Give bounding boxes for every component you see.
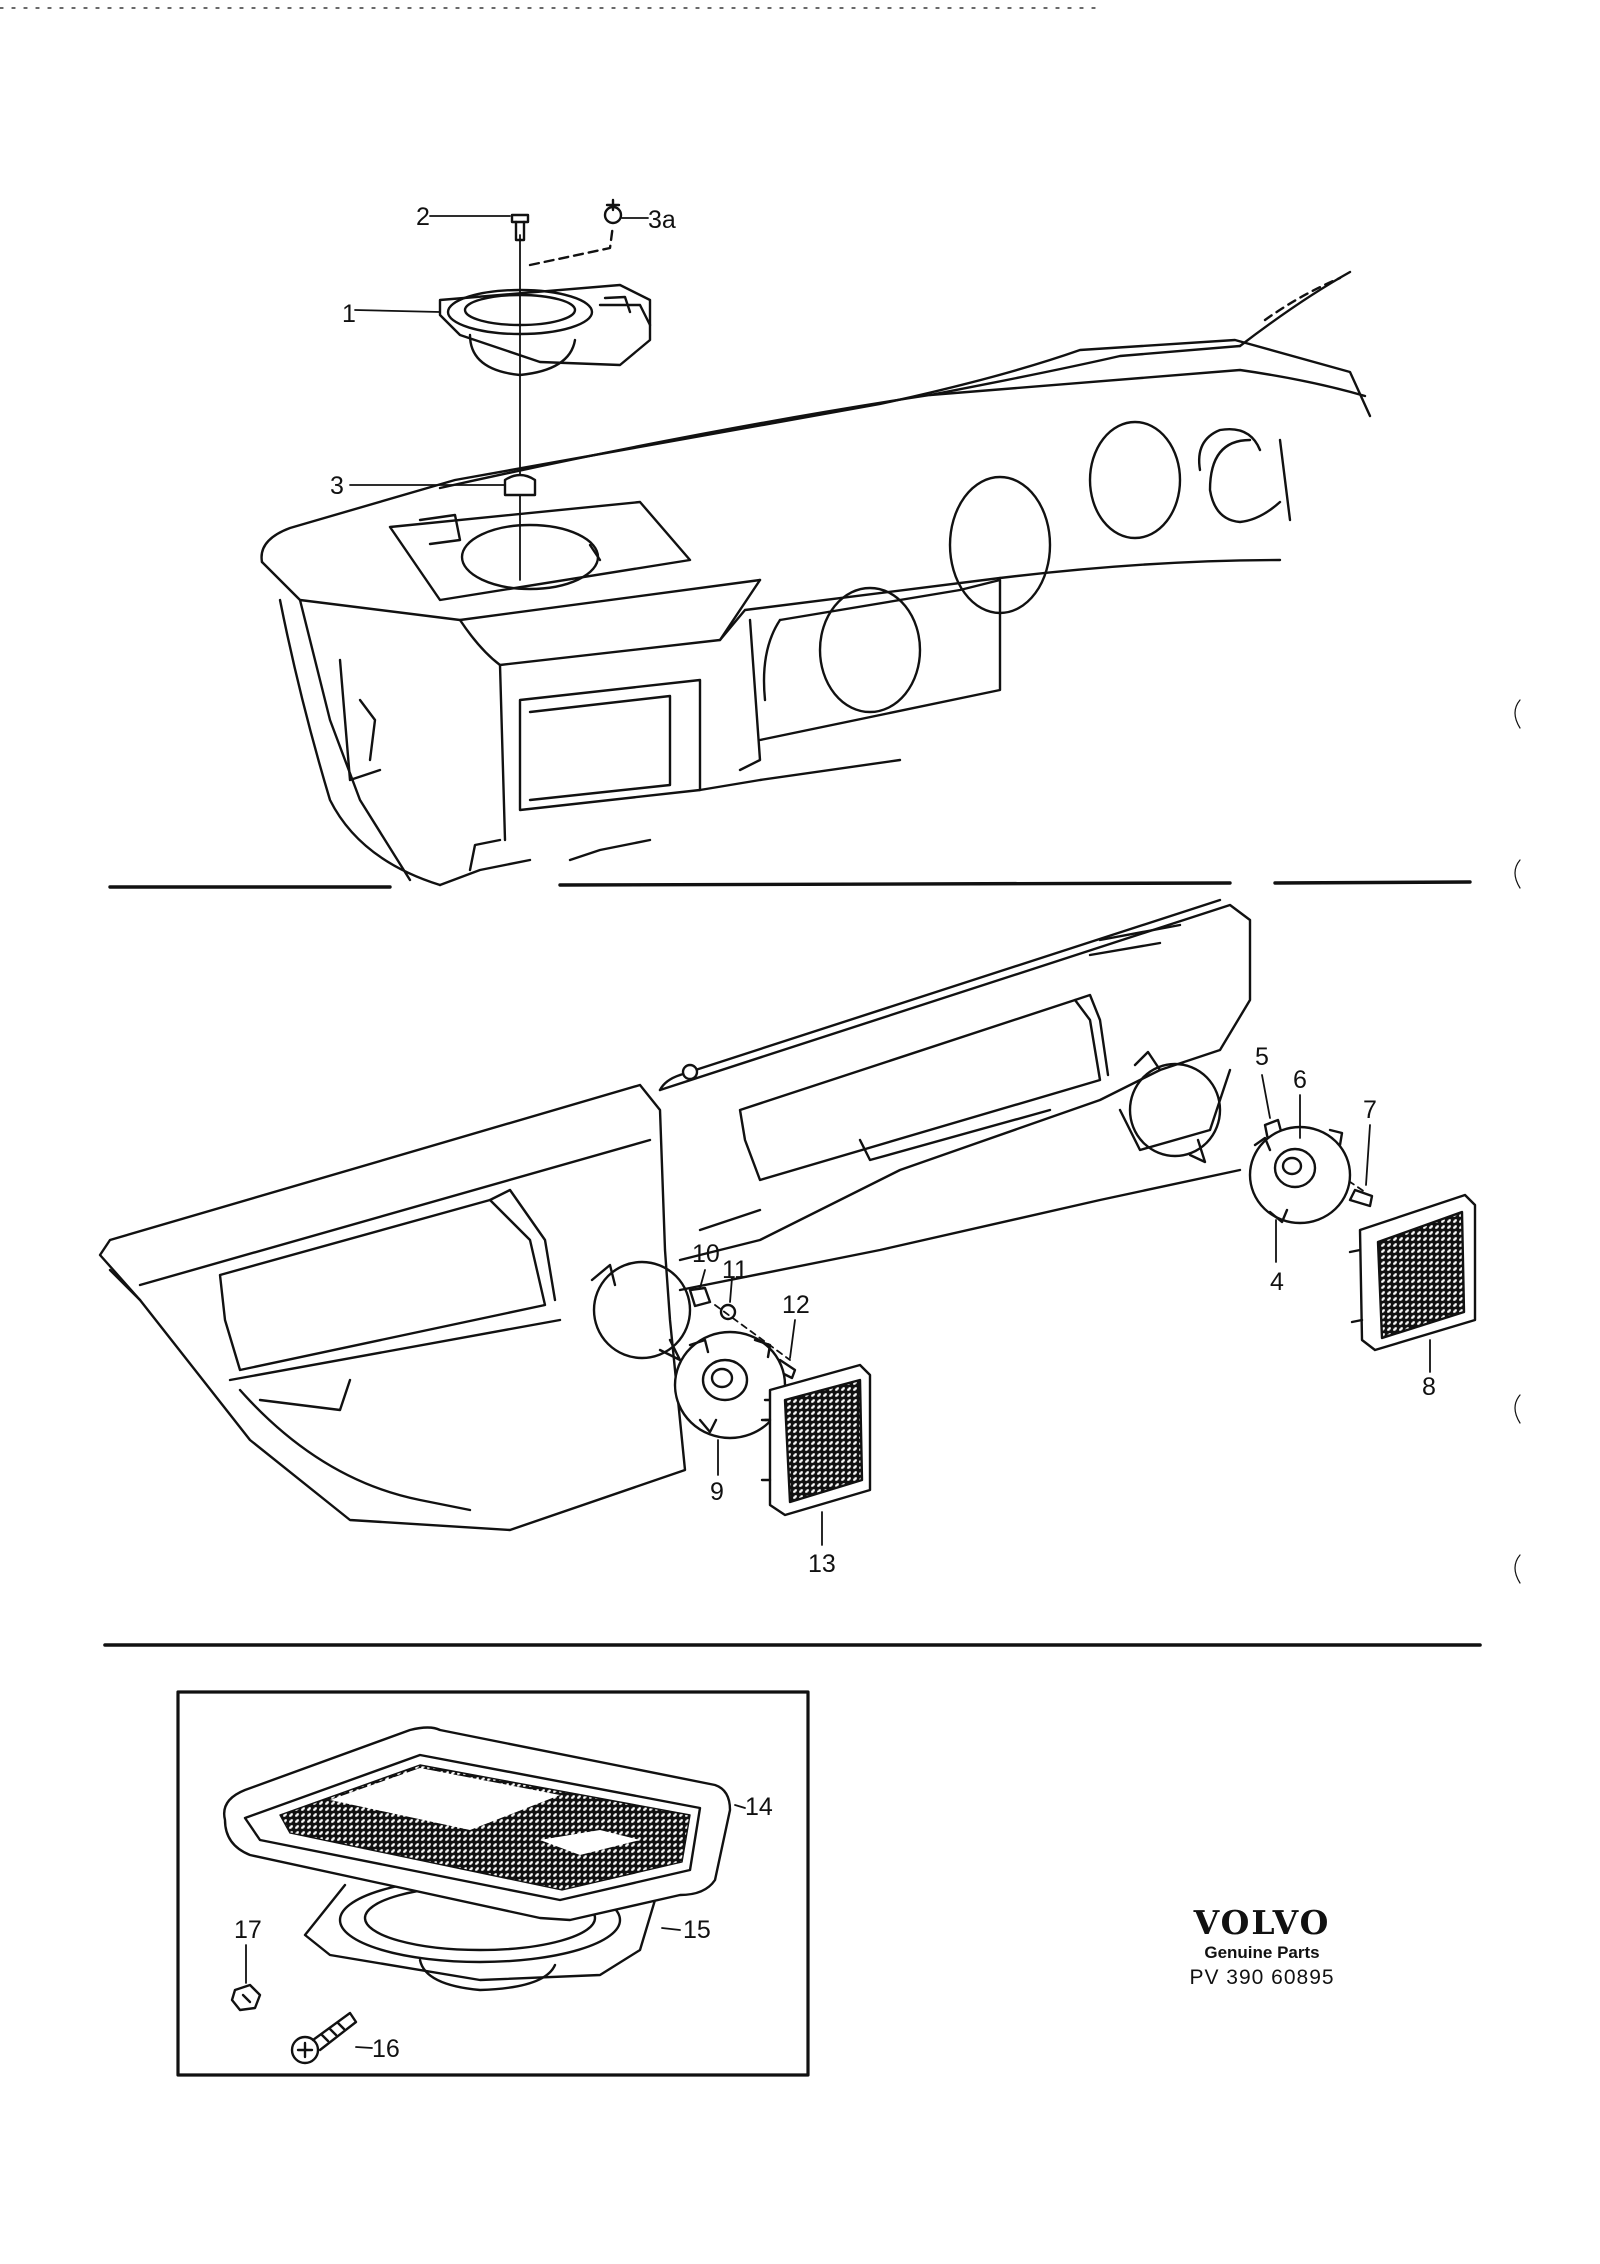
callout-14: 14 — [745, 1793, 773, 1821]
callout-9: 9 — [710, 1478, 724, 1506]
callout-4: 4 — [1270, 1268, 1284, 1296]
scan-artifacts — [0, 7, 1521, 1584]
callout-11: 11 — [722, 1256, 748, 1284]
part-reference-code: PV 390 60895 — [1189, 1966, 1335, 1989]
callout-7: 7 — [1363, 1096, 1377, 1124]
rear-speaker-inset-frame — [176, 1690, 810, 2077]
callout-3: 3 — [330, 472, 344, 500]
door-panels-drawing — [98, 898, 1252, 1532]
genuine-parts-tagline: Genuine Parts — [1204, 1943, 1320, 1962]
callout-13: 13 — [808, 1550, 836, 1578]
callout-16: 16 — [372, 2035, 400, 2063]
rear-shelf-speaker-drawing — [223, 1726, 732, 2065]
section-divider-1 — [108, 880, 1472, 889]
callout-labels: 1 2 3a 3 4 5 6 7 8 9 10 11 12 13 14 15 1… — [234, 203, 1436, 2063]
callout-10: 10 — [692, 1240, 720, 1268]
callout-15: 15 — [683, 1916, 711, 1944]
callout-leaders — [245, 215, 1431, 2049]
dashboard-drawing — [260, 270, 1372, 887]
callout-8: 8 — [1422, 1373, 1436, 1401]
callout-1: 1 — [342, 300, 356, 328]
tweeter-assembly — [438, 198, 652, 581]
callout-5: 5 — [1255, 1043, 1269, 1071]
rear-speaker-parts — [673, 1286, 872, 1517]
callout-17: 17 — [234, 1916, 262, 1944]
callout-2: 2 — [416, 203, 430, 231]
callout-3a: 3a — [648, 206, 676, 234]
front-speaker-parts — [1248, 1118, 1477, 1352]
callout-6: 6 — [1293, 1066, 1307, 1094]
volvo-logo: VOLVO — [1193, 1903, 1331, 1942]
callout-12: 12 — [782, 1291, 810, 1319]
brand-block: VOLVO Genuine Parts PV 390 60895 — [1152, 1905, 1372, 1991]
